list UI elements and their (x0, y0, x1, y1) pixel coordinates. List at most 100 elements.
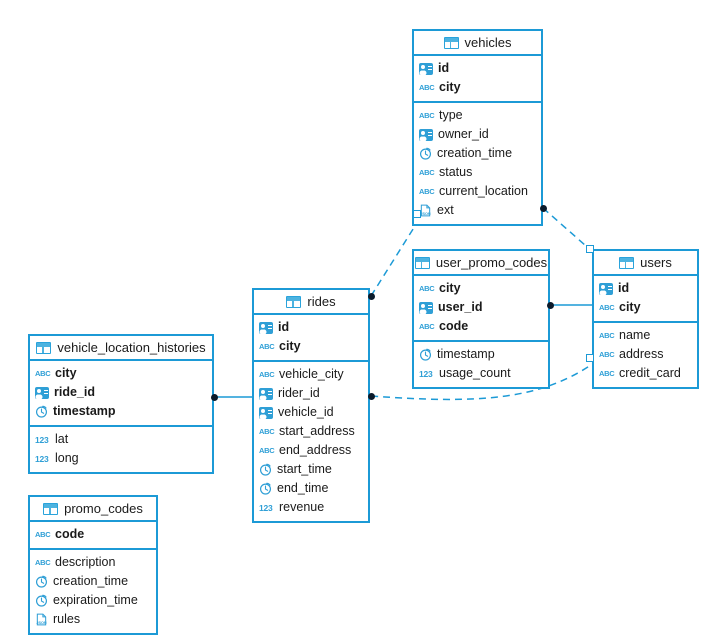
clock-timestamp-icon (35, 405, 48, 418)
field-row[interactable]: end_time (254, 479, 368, 498)
abc-string-icon: ABC (35, 557, 51, 567)
abc-string-icon: ABC (419, 110, 435, 120)
field-row[interactable]: ABC status (414, 163, 541, 182)
relationship-square-marker (413, 210, 421, 218)
clock-timestamp-icon (35, 575, 48, 588)
field-row[interactable]: creation_time (30, 572, 156, 591)
field-row[interactable]: ABC current_location (414, 182, 541, 201)
table-grid-icon (36, 341, 52, 354)
field-name: status (439, 165, 473, 180)
abc-string-icon: ABC (259, 445, 275, 455)
table-header-vehicles[interactable]: vehicles (414, 31, 541, 56)
svg-text:JSON: JSON (36, 621, 47, 625)
svg-text:JSON: JSON (420, 212, 431, 216)
field-name: description (55, 555, 116, 570)
abc-string-icon: ABC (419, 321, 435, 331)
clock-timestamp-icon (35, 594, 48, 607)
field-row[interactable]: creation_time (414, 144, 541, 163)
field-name: expiration_time (53, 593, 138, 608)
field-name: id (278, 320, 290, 335)
primary-key-field-row[interactable]: timestamp (30, 402, 212, 421)
123-number-icon: 123 (259, 502, 273, 513)
table-header-promo_codes[interactable]: promo_codes (30, 497, 156, 522)
field-name: city (55, 366, 77, 381)
field-name: code (439, 319, 469, 334)
primary-key-field-row[interactable]: id (254, 318, 368, 337)
primary-key-field-row[interactable]: id (594, 279, 697, 298)
field-row[interactable]: start_time (254, 460, 368, 479)
abc-string-icon: ABC (259, 341, 275, 351)
relationship-dot-marker (539, 204, 547, 212)
primary-key-field-row[interactable]: ABC code (414, 317, 548, 336)
clock-timestamp-icon (419, 348, 432, 361)
primary-key-field-row[interactable]: user_id (414, 298, 548, 317)
field-name: credit_card (619, 366, 681, 381)
field-row[interactable]: ABC description (30, 553, 156, 572)
field-row[interactable]: expiration_time (30, 591, 156, 610)
table-header-rides[interactable]: rides (254, 290, 368, 315)
relationship-dot-marker (210, 393, 218, 401)
field-name: timestamp (437, 347, 495, 362)
relationship-dot-marker (367, 292, 375, 300)
json-document-icon: JSON (35, 613, 48, 626)
field-row[interactable]: vehicle_id (254, 403, 368, 422)
abc-string-icon: ABC (419, 167, 435, 177)
abc-string-icon: ABC (599, 330, 615, 340)
abc-string-icon: ABC (35, 529, 51, 539)
field-name: current_location (439, 184, 528, 199)
field-row[interactable]: owner_id (414, 125, 541, 144)
field-name: vehicle_city (279, 367, 344, 382)
id-card-icon (419, 301, 433, 314)
relationship-square-marker (586, 245, 594, 253)
clock-timestamp-icon (259, 482, 272, 495)
field-name: id (618, 281, 630, 296)
table-title: rides (307, 294, 336, 309)
abc-string-icon: ABC (419, 82, 435, 92)
field-name: lat (55, 432, 69, 447)
primary-key-field-row[interactable]: id (414, 59, 541, 78)
table-header-user_promo_codes[interactable]: user_promo_codes (414, 251, 548, 276)
primary-key-field-row[interactable]: ABC code (30, 525, 156, 544)
field-name: code (55, 527, 85, 542)
field-name: creation_time (437, 146, 513, 161)
table-grid-icon (443, 36, 459, 49)
field-name: id (438, 61, 450, 76)
field-row[interactable]: timestamp (414, 345, 548, 364)
table-header-users[interactable]: users (594, 251, 697, 276)
primary-key-field-row[interactable]: ride_id (30, 383, 212, 402)
field-row[interactable]: rider_id (254, 384, 368, 403)
relationship-dot-marker (546, 301, 554, 309)
table-header-vehicle_location_histories[interactable]: vehicle_location_histories (30, 336, 212, 361)
field-name: long (55, 451, 79, 466)
abc-string-icon: ABC (419, 186, 435, 196)
